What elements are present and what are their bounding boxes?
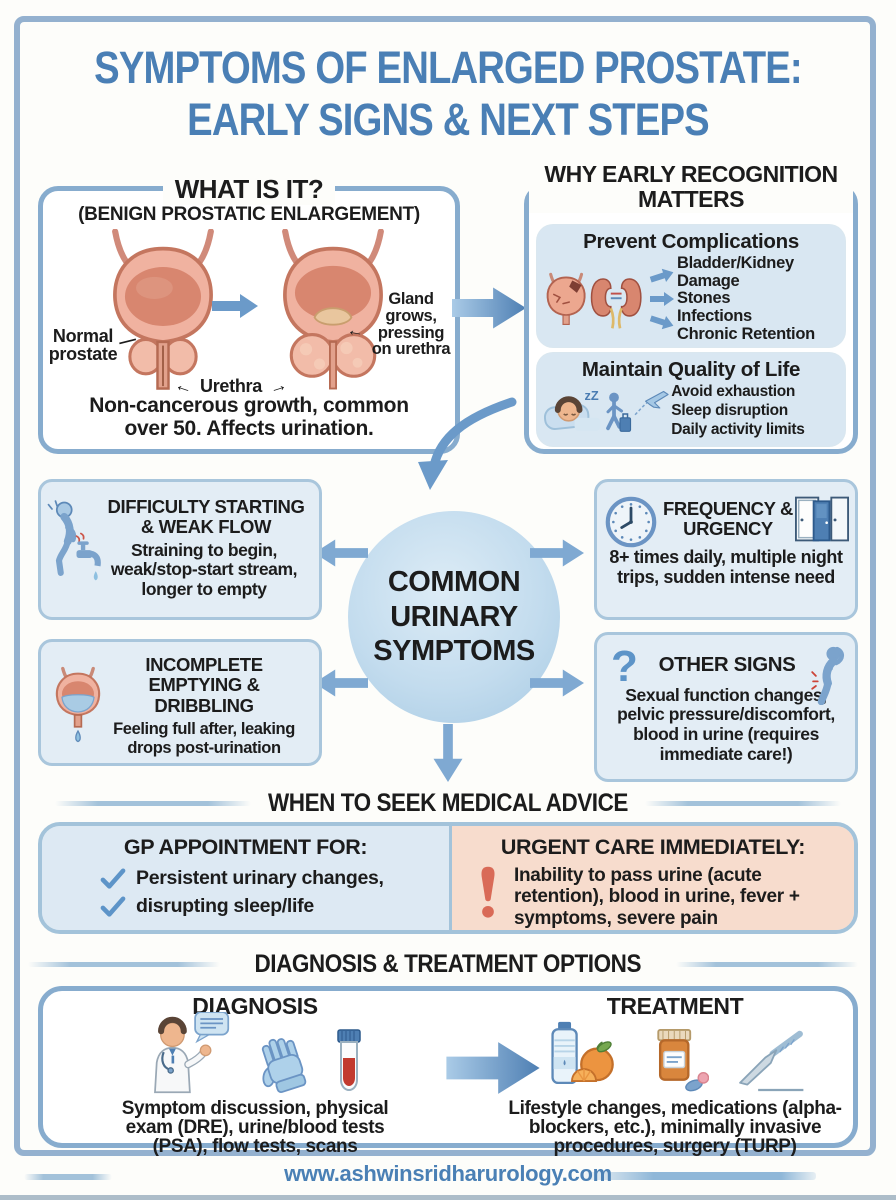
diagnosis-treatment-heading: DIAGNOSIS & TREATMENT OPTIONS: [254, 950, 642, 978]
prevent-complications-title: Prevent Complications: [583, 230, 799, 253]
checkmark-icon: [100, 867, 126, 889]
why-early-recognition-box: WHY EARLY RECOGNITION MATTERS Prevent Co…: [524, 161, 858, 454]
list-item: Daily activity limits: [671, 420, 805, 438]
diagnosis-treatment-box: DIAGNOSIS: [38, 986, 858, 1156]
list-item: Infections: [677, 306, 752, 325]
complication-arrows: [649, 268, 674, 330]
checkmark-icon: [100, 895, 126, 917]
label-normal-prostate: Normal prostate: [48, 326, 118, 365]
heading-dash: [55, 801, 251, 806]
zz-text: zZ: [584, 389, 598, 404]
bottom-edge-strip: [0, 1195, 896, 1200]
doors-icon: [795, 496, 849, 542]
symptom-text: Feeling full after, leaking drops post-u…: [113, 720, 295, 757]
symptom-text: 8+ times daily, multiple night trips, su…: [609, 546, 843, 588]
list-item: Sleep disruption: [671, 401, 788, 419]
bladder-drop-icon: [55, 666, 101, 743]
exclamation-icon: [481, 866, 495, 918]
footer-dash: [584, 1172, 816, 1180]
label-gland-grows: Gland grows, pressing on urethra: [371, 290, 451, 359]
doctor-icon: [154, 1012, 230, 1094]
heading-dash: [676, 962, 858, 967]
prostate-anatomy-illustration: Normal prostate — ← Urethra → ← Gland gr…: [43, 229, 455, 399]
symptom-title: INCOMPLETE EMPTYING & DRIBBLING: [145, 654, 263, 716]
page-title: SYMPTOMS OF ENLARGED PROSTATE: EARLY SIG…: [0, 42, 896, 146]
gp-item: disrupting sleep/life: [100, 895, 449, 918]
complication-list: Bladder/Kidney Damage Stones Infections …: [677, 254, 831, 343]
what-is-it-heading: WHAT IS IT?: [43, 174, 455, 205]
quality-of-life-title: Maintain Quality of Life: [581, 358, 801, 381]
what-is-it-subheading: (BENIGN PROSTATIC ENLARGEMENT): [78, 204, 420, 225]
urgent-care-panel: URGENT CARE IMMEDIATELY: Inability to pa…: [452, 826, 854, 930]
page-border-frame: [14, 16, 876, 1156]
heading-dash: [645, 801, 841, 806]
normal-prostate-icon: [112, 229, 214, 390]
arrow-why-to-circle-icon: [418, 397, 517, 490]
website-url: www.ashwinsridharurology.com: [284, 1161, 612, 1186]
arrow-right-icon: [649, 315, 674, 330]
urgent-text: Inability to pass urine (acute retention…: [514, 865, 800, 929]
list-item: Bladder/Kidney Damage: [677, 254, 794, 290]
symptom-title: FREQUENCY & URGENCY: [663, 498, 793, 540]
treatment-title: TREATMENT: [606, 993, 744, 1019]
arrow-to-other-signs-icon: [530, 669, 584, 697]
treatment-text: Lifestyle changes, medications (alpha-bl…: [508, 1098, 842, 1157]
sleeping-person-icon: zZ: [543, 389, 601, 432]
arrow-to-frequency-icon: [530, 539, 584, 567]
enlarged-prostate-icon: [282, 229, 384, 390]
arrow-to-difficulty-icon: [314, 539, 368, 567]
pill-bottle-icon: [657, 1029, 709, 1092]
frequency-urgency-box: FREQUENCY & URGENCY 8+ times daily, mult…: [594, 479, 858, 620]
normal-to-enlarged-arrow-icon: [212, 294, 258, 318]
scalpel-icon: [739, 1030, 804, 1092]
list-item: Chronic Retention: [677, 324, 815, 343]
seek-advice-heading: WHEN TO SEEK MEDICAL ADVICE: [268, 789, 628, 817]
clock-icon: [605, 496, 657, 548]
arrow-right-icon: [650, 292, 674, 307]
what-is-it-caption: Non-cancerous growth, common over 50. Af…: [89, 393, 409, 441]
list-item: Avoid exhaustion: [671, 383, 796, 400]
page-title-line2: EARLY SIGNS & NEXT STEPS: [187, 94, 709, 146]
common-urinary-symptoms-hub: COMMON URINARY SYMPTOMS: [348, 511, 560, 723]
water-bottle-fruit-icon: [551, 1021, 614, 1085]
footer-dash: [24, 1174, 112, 1180]
heading-dash: [28, 962, 220, 967]
question-mark-icon: ?: [611, 642, 638, 691]
urgent-title: URGENT CARE IMMEDIATELY:: [500, 835, 806, 859]
difficulty-starting-box: DIFFICULTY STARTING & WEAK FLOW Strainin…: [38, 479, 322, 620]
bladder-kidneys-icon: [546, 272, 642, 329]
gp-item: Persistent urinary changes,: [100, 867, 449, 890]
what-is-it-box: WHAT IS IT? (BENIGN PROSTATIC ENLARGEMEN…: [38, 174, 460, 454]
gland-arrow-icon: ←: [345, 319, 366, 342]
why-early-heading: WHY EARLY RECOGNITION MATTERS: [529, 161, 853, 213]
arrow-right-icon: [649, 268, 674, 283]
back-pain-person-icon: [811, 646, 845, 705]
diagnosis-text: Symptom discussion, physical exam (DRE),…: [121, 1098, 389, 1157]
arrow-to-seek-advice-icon: [433, 724, 463, 782]
arrow-to-incomplete-icon: [314, 669, 368, 697]
symptom-text: Straining to begin, weak/stop-start stre…: [110, 539, 298, 600]
symptom-title: OTHER SIGNS: [658, 653, 796, 676]
quality-list: Avoid exhaustion Sleep disruption Daily …: [671, 383, 841, 440]
diagnosis-column: DIAGNOSIS: [99, 993, 411, 1156]
page-title-line1: SYMPTOMS OF ENLARGED PROSTATE:: [94, 42, 803, 93]
traveler-plane-icon: [606, 391, 669, 433]
symptom-text: Sexual function changes, pelvic pressure…: [617, 684, 835, 764]
other-signs-box: ? OTHER SIGNS Sexual function changes, p…: [594, 632, 858, 782]
seek-advice-section: GP APPOINTMENT FOR: Persistent urinary c…: [38, 822, 858, 934]
gp-appointment-panel: GP APPOINTMENT FOR: Persistent urinary c…: [42, 826, 452, 930]
arrow-what-to-why-icon: [452, 287, 526, 329]
medical-glove-icon: [261, 1038, 307, 1094]
treatment-column: TREATMENT: [499, 993, 851, 1156]
list-item: Stones: [677, 289, 731, 308]
gp-title: GP APPOINTMENT FOR:: [123, 835, 368, 859]
symptom-title: DIFFICULTY STARTING & WEAK FLOW: [107, 496, 305, 538]
arrow-diagnosis-to-treatment-icon: [446, 1042, 540, 1094]
label-urethra: ← Urethra →: [172, 373, 290, 399]
incomplete-emptying-box: INCOMPLETE EMPTYING & DRIBBLING Feeling …: [38, 639, 322, 766]
prevent-complications-panel: Prevent Complications: [537, 225, 845, 347]
quality-of-life-panel: Maintain Quality of Life zZ: [537, 353, 845, 446]
straining-person-faucet-icon: [47, 500, 101, 581]
blood-test-tube-icon: [337, 1029, 361, 1091]
